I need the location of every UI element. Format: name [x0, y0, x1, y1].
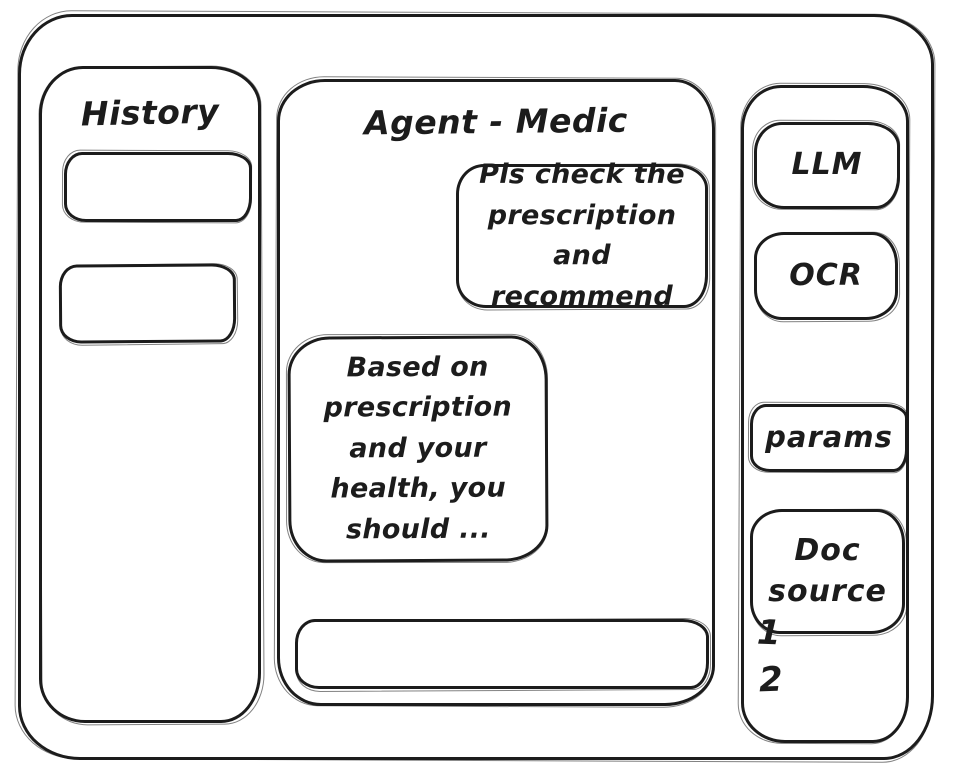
history-item[interactable] [58, 263, 237, 344]
tools-panel: LLM OCR params Doc source 1 2 [741, 85, 909, 743]
history-title: History [80, 91, 220, 134]
params-button[interactable]: params [750, 404, 908, 472]
doc-source-item-1[interactable]: 1 [756, 612, 782, 654]
assistant-message-text: Based on prescription and your health, y… [323, 351, 513, 546]
llm-button[interactable]: LLM [754, 122, 900, 209]
doc-source-button[interactable]: Doc source [750, 509, 905, 634]
user-message-bubble: Pls check the prescription and recommend [456, 159, 708, 312]
user-message-text: Pls check the prescription and recommend [479, 159, 685, 312]
history-item[interactable] [64, 152, 252, 222]
chat-panel: Agent - Medic Pls check the prescription… [277, 79, 715, 706]
ocr-button[interactable]: OCR [754, 232, 898, 320]
app-frame: History Agent - Medic Pls check the pres… [18, 14, 934, 760]
chat-title: Agent - Medic [363, 100, 629, 143]
assistant-message-bubble: Based on prescription and your health, y… [287, 335, 549, 563]
doc-source-item-2[interactable]: 2 [758, 659, 784, 701]
history-panel: History [39, 66, 261, 723]
chat-input[interactable] [295, 619, 709, 689]
